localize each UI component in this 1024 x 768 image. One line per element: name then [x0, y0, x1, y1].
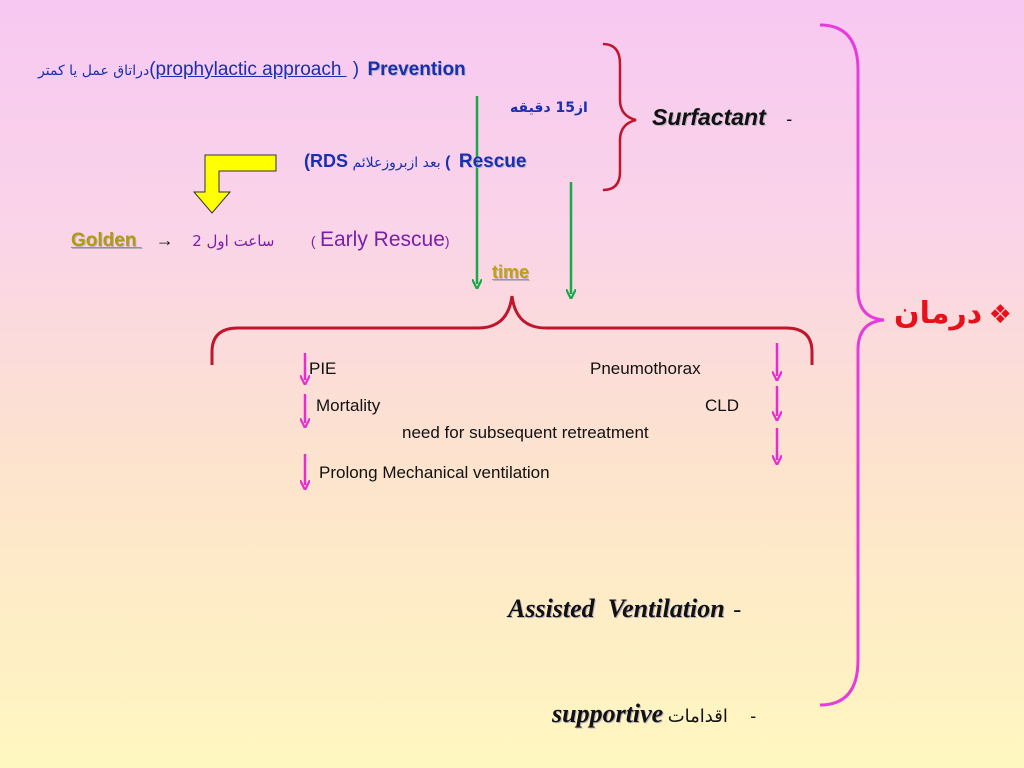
prophylactic-approach-text: prophylactic approach — [155, 59, 347, 80]
assisted-ventilation-dash: - — [733, 597, 742, 623]
yellow-block-arrow — [192, 154, 277, 214]
prevention-row: دراتاق عمل یا کمتر(prophylactic approach… — [38, 59, 466, 81]
rescue-row: (RDS بعد ازبروزعلائم ( Rescue — [304, 151, 526, 173]
prevention-open-paren: ( — [149, 59, 156, 80]
golden-label: Golden — [71, 230, 142, 251]
rescue-close-paren: ( — [445, 154, 451, 171]
prevention-label: Prevention — [367, 59, 466, 80]
surfactant-label: Surfactant — [652, 104, 766, 130]
surfactant-row: Surfactant - — [652, 104, 792, 131]
golden-hours-fa: 2 ساعت اول — [192, 232, 275, 250]
golden-row: Golden → 2 ساعت اول ( Early Rescue) — [71, 228, 450, 252]
surfactant-brace — [602, 42, 637, 192]
rds-text: RDS — [310, 151, 349, 171]
surfactant-dash: - — [786, 109, 793, 129]
rescue-fa-text: بعد ازبروزعلائم — [352, 155, 441, 171]
prevention-minutes: از15 دقیقه — [510, 100, 588, 116]
treatment-brace — [819, 23, 885, 707]
supportive-label: supportive — [552, 699, 664, 728]
early-rescue-text: Early Rescue — [319, 228, 445, 251]
early-rescue-close-paren: ) — [444, 233, 450, 249]
assisted-ventilation-label: Assisted Ventilation — [508, 594, 725, 623]
rescue-open-paren: ( — [304, 151, 310, 171]
supportive-row: supportive اقدامات - — [552, 699, 756, 729]
diamond-bullet-icon: ❖ — [988, 299, 1012, 329]
retreatment-label: need for subsequent retreatment — [402, 423, 649, 442]
pneumothorax-label: Pneumothorax — [590, 359, 701, 378]
treatment-title-text: درمان — [894, 296, 983, 331]
mortality-label: Mortality — [316, 396, 381, 415]
prevention-close-paren: ) — [352, 59, 360, 80]
right-arrow-icon: → — [155, 230, 174, 250]
prevention-fa-text: دراتاق عمل یا کمتر — [38, 63, 150, 79]
supportive-dash: - — [750, 706, 757, 726]
rescue-label: Rescue — [458, 151, 527, 172]
pie-label: PIE — [309, 359, 337, 378]
cld-label: CLD — [705, 396, 740, 415]
treatment-title: درمان ❖ — [894, 296, 1012, 331]
early-rescue-open-paren: ( — [310, 233, 316, 249]
ventilation-label: Prolong Mechanical ventilation — [319, 463, 550, 482]
supportive-fa-text: اقدامات — [667, 706, 728, 727]
outcomes-brace — [210, 295, 814, 365]
assisted-ventilation-row: Assisted Ventilation - — [508, 594, 741, 624]
time-label: time — [492, 262, 530, 282]
